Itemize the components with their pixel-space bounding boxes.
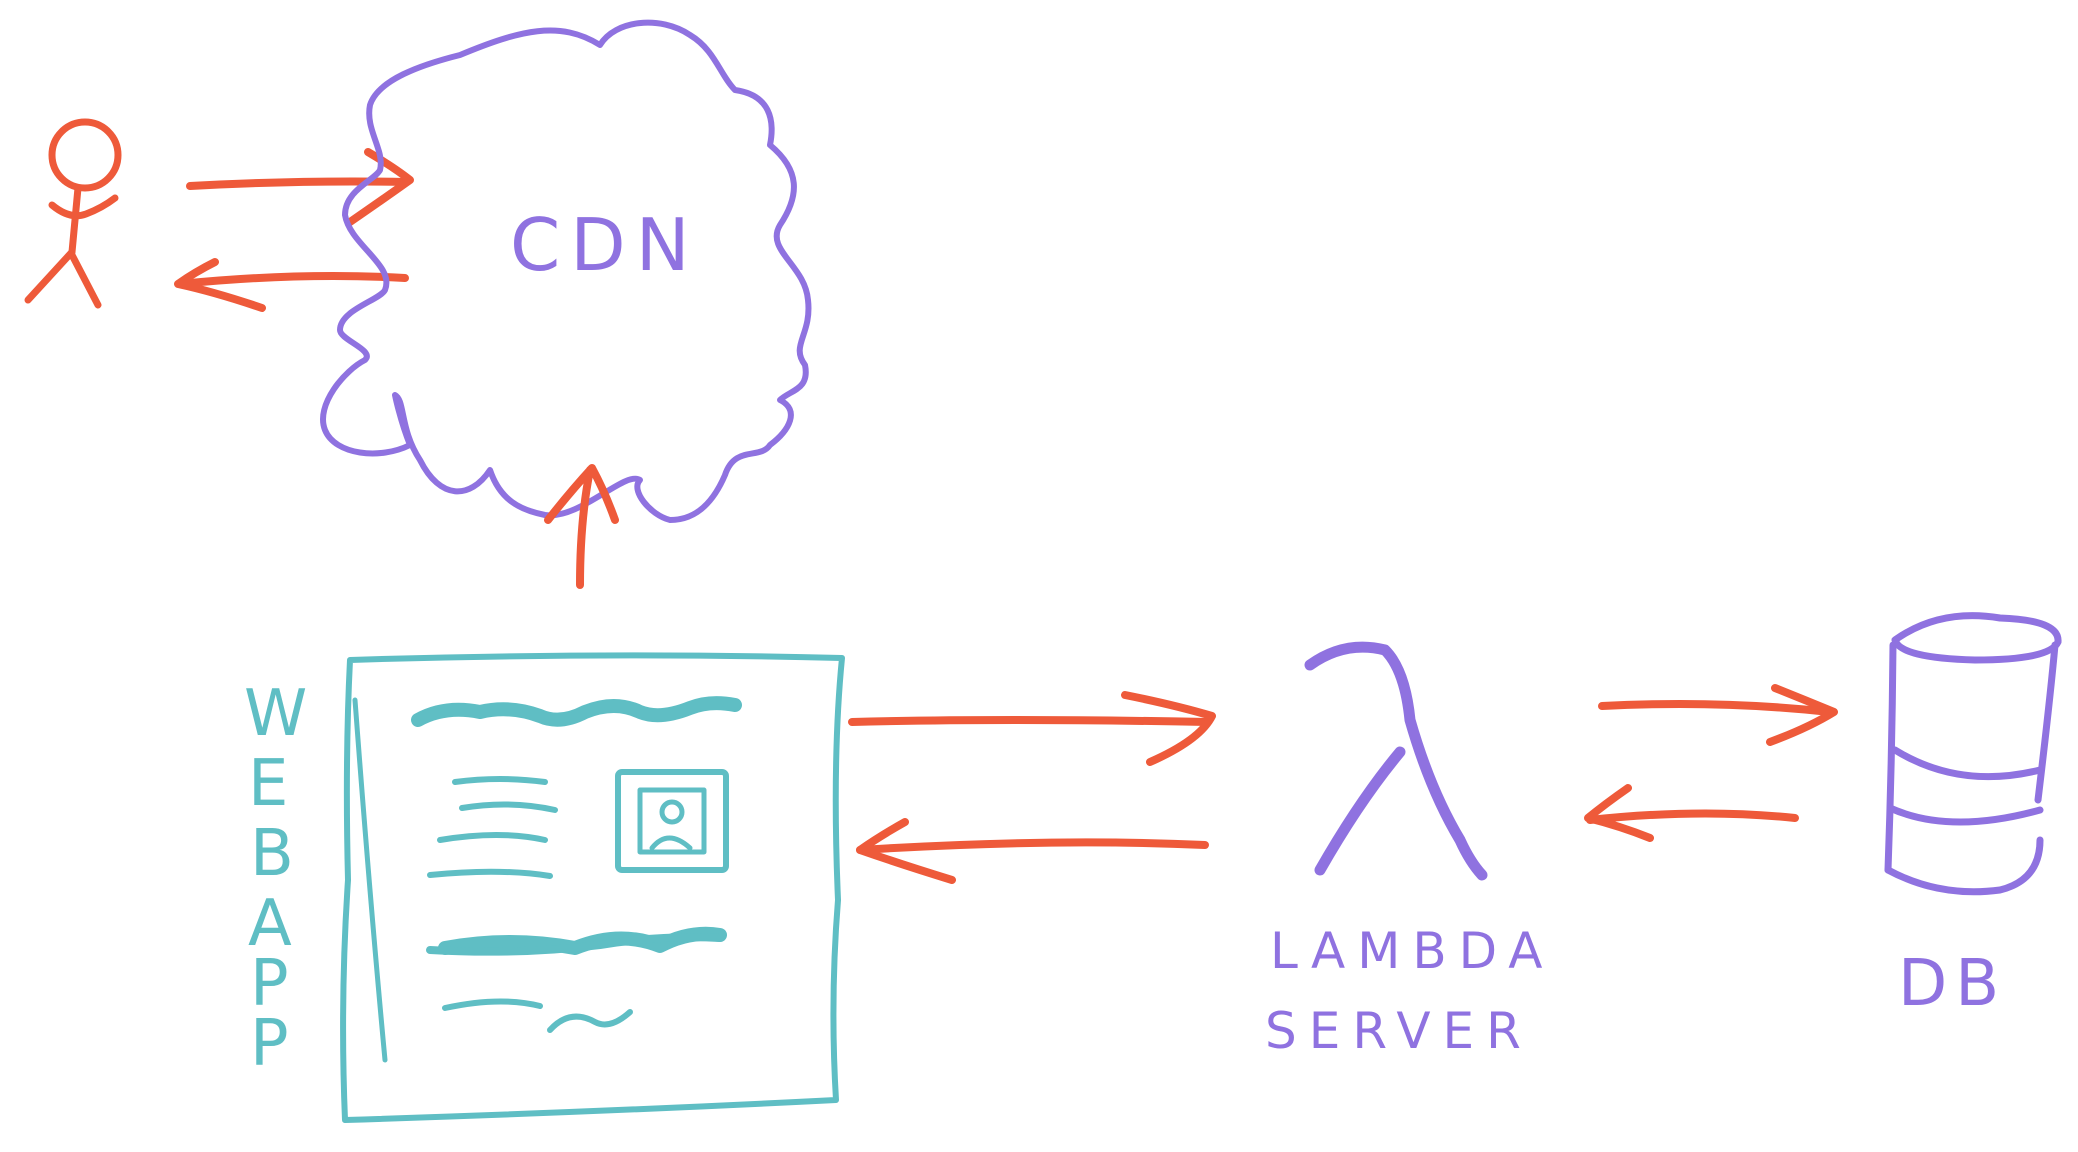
db-left-side [1884,641,1897,874]
webapp-image-box [615,769,729,873]
db-right-side [2034,641,2059,804]
user-head [48,118,122,192]
cdn-cloud-icon [320,19,812,523]
arrow-lambda-to-webapp [856,818,1209,884]
cdn-cloud-outline [320,19,812,523]
webapp-image-avatar-body [649,835,693,851]
lambda-icon [1304,641,1488,881]
lambda-stroke-leg [1314,746,1406,876]
webapp-page-margin [352,697,388,1063]
webapp-letter-p2: P [250,1007,289,1081]
webapp-text-line-4 [427,868,553,879]
webapp-letter-e: E [248,747,288,821]
user-body [68,184,82,256]
lambda-stroke-main [1304,641,1488,881]
user-left-leg [24,248,76,304]
arrow-user-to-cdn [186,148,414,226]
lambda-label-line1: LAMBDA [1270,922,1554,980]
lambda-label-line2: SERVER [1265,1002,1533,1060]
webapp-vertical-label: W E B A P P [244,677,307,1081]
webapp-page-outline [340,652,845,1123]
webapp-title-scribble [411,696,742,727]
database-cylinder-icon [1884,612,2062,896]
db-bottom [1884,836,2044,896]
webapp-image-avatar-head [659,799,685,825]
cdn-label: CDN [510,203,700,287]
webapp-letter-a: A [248,887,292,961]
webapp-text-line-1 [452,776,548,785]
webapp-letter-w: W [244,677,307,751]
webapp-letter-b: B [250,817,294,891]
webapp-image-inner [637,787,707,855]
arrow-cdn-to-user [174,258,409,312]
user-stick-figure-icon [24,118,122,309]
webapp-text-line-2 [459,801,558,813]
webapp-footer-line-2 [547,1009,633,1033]
webapp-bold-line-2 [426,933,724,956]
db-ring-2 [1886,804,2044,826]
db-ring-1 [1891,746,2044,781]
db-top [1891,612,2062,664]
user-right-leg [68,251,102,309]
webapp-text-line-3 [437,832,548,843]
user-arms [48,194,119,220]
arrow-webapp-to-lambda [848,691,1216,766]
webapp-page-icon [340,652,845,1123]
webapp-letter-p1: P [250,947,289,1021]
webapp-footer-line-1 [442,998,543,1011]
arrow-lambda-to-db [1598,684,1838,746]
arrow-webapp-to-cdn [544,464,619,589]
db-label: DB [1898,947,2007,1021]
arrow-db-to-lambda [1584,784,1799,842]
